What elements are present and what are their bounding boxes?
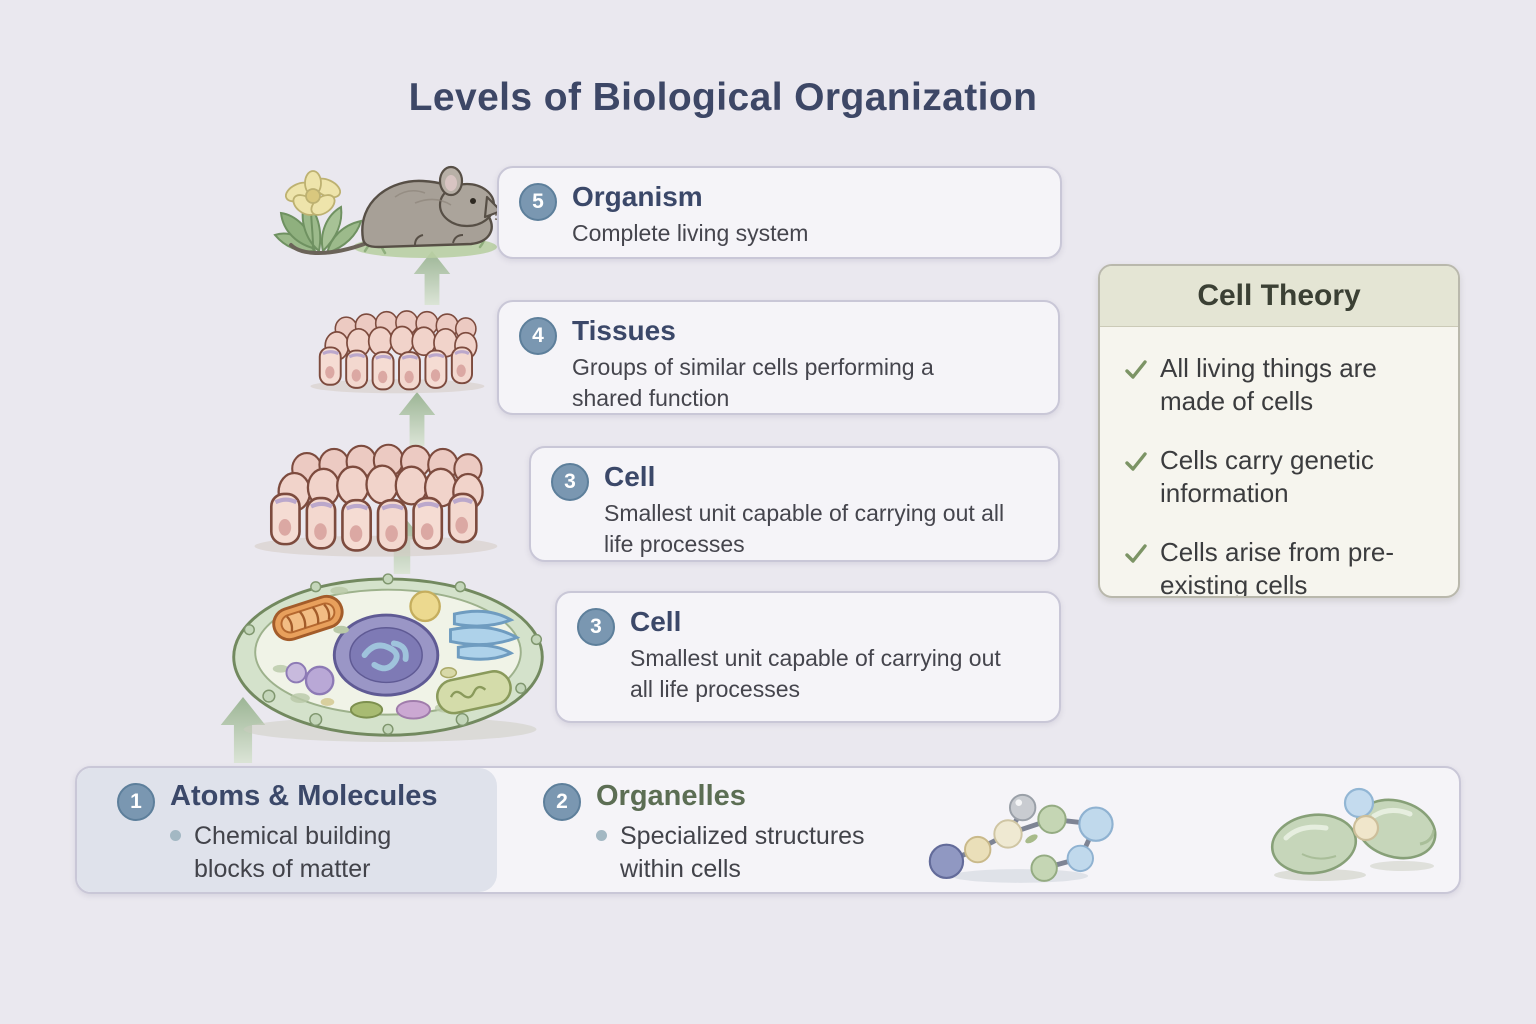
level-desc: Complete living system — [572, 220, 809, 247]
level-desc: Smallest unit capable of carrying out al… — [630, 645, 1001, 703]
cell-theory-item: Cells carry genetic information — [1124, 444, 1440, 510]
organelles-section: 2 Organelles Specialized structures with… — [543, 780, 916, 886]
level-title: Cell — [630, 606, 682, 637]
level-badge: 5 — [519, 183, 557, 221]
level-card-cell: 3 Cell Smallest unit capable of carrying… — [529, 446, 1060, 562]
level-desc: Smallest unit capable of carrying out al… — [604, 500, 1005, 558]
bullet-dot — [596, 829, 607, 841]
cell-theory-text: Cells carry genetic information — [1160, 445, 1374, 509]
up-arrow-icon — [398, 392, 436, 446]
level-card-organism: 5 Organism Complete living system — [497, 166, 1062, 259]
level-title: Cell — [604, 461, 656, 492]
level-badge: 3 — [551, 463, 589, 501]
cell-theory-panel: Cell Theory All living things are made o… — [1098, 264, 1460, 598]
up-arrow-icon — [220, 697, 266, 763]
molecule-illustration — [928, 793, 1114, 883]
level-number: 5 — [532, 190, 544, 213]
level-number: 4 — [532, 324, 544, 347]
checkmark-icon — [1125, 452, 1147, 471]
cell-theory-text: All living things are made of cells — [1160, 353, 1377, 417]
level-title: Tissues — [572, 315, 676, 346]
atoms-desc: Chemical building blocks of matter — [194, 821, 392, 883]
level-title: Organism — [572, 181, 703, 212]
level-badge: 2 — [543, 783, 581, 821]
cell-theory-title: Cell Theory — [1100, 266, 1458, 327]
tissue-block-illustration — [310, 310, 485, 394]
level-number: 2 — [556, 790, 568, 813]
cell-theory-item: Cells arise from pre-existing cells — [1124, 536, 1440, 598]
page-title: Levels of Biological Organization — [408, 76, 1038, 119]
level-card-tissues: 4 Tissues Groups of similar cells perfor… — [497, 300, 1060, 415]
level-number: 3 — [590, 615, 602, 638]
cell-theory-item: All living things are made of cells — [1124, 352, 1440, 418]
level-desc: Groups of similar cells performing a sha… — [572, 354, 934, 412]
checkmark-icon — [1125, 360, 1147, 379]
level-number: 3 — [564, 470, 576, 493]
bottom-row-card: 1 Atoms & Molecules Chemical building bl… — [75, 766, 1461, 894]
level-number: 1 — [130, 790, 142, 813]
cell-illustration — [232, 573, 544, 742]
mouse-and-plant-illustration — [273, 165, 505, 258]
checkmark-icon — [1125, 544, 1147, 563]
level-badge: 3 — [577, 608, 615, 646]
level-badge: 4 — [519, 317, 557, 355]
level-badge: 1 — [117, 783, 155, 821]
level-card-cell-2: 3 Cell Smallest unit capable of carrying… — [555, 591, 1061, 723]
up-arrow-icon — [413, 251, 451, 305]
organelles-desc: Specialized structures within cells — [620, 821, 865, 883]
bullet-dot — [170, 829, 181, 841]
cell-theory-text: Cells arise from pre-existing cells — [1160, 537, 1395, 598]
atoms-title: Atoms & Molecules — [170, 780, 438, 812]
tissue-block-illustration — [254, 443, 498, 557]
atoms-molecules-section: 1 Atoms & Molecules Chemical building bl… — [117, 780, 438, 886]
cell-theory-list: All living things are made of cells Cell… — [1100, 327, 1458, 598]
organelles-title: Organelles — [596, 780, 746, 812]
organelle-blobs-illustration — [1270, 787, 1437, 881]
